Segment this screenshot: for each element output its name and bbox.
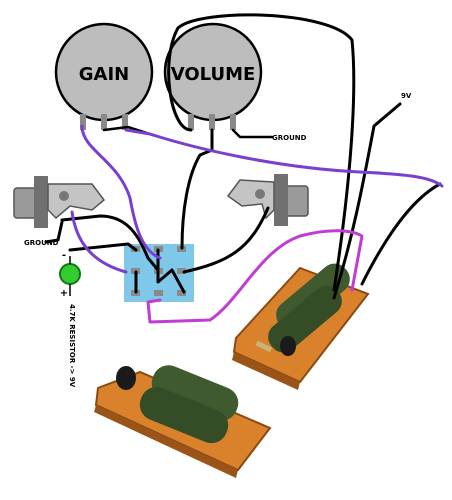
wire-volume-loop <box>167 13 356 292</box>
switch-lug <box>177 268 186 274</box>
switch-lug <box>154 290 163 296</box>
pcb-board-upper <box>232 263 370 390</box>
wire-volume-to-switch <box>180 128 214 250</box>
wire-led-to-switch <box>68 242 138 252</box>
capacitor-lower-1 <box>151 365 239 421</box>
resistor-onboard <box>255 340 273 353</box>
led: - + <box>59 250 81 299</box>
capacitor-lower-2 <box>139 386 229 444</box>
transistor-lower <box>116 366 136 390</box>
wire-switch-to-board <box>146 229 364 324</box>
pcb-board-lower <box>94 365 272 478</box>
wire-jack-ground <box>44 220 64 244</box>
wire-output-to-switch <box>182 206 270 274</box>
wire-9v <box>332 102 402 300</box>
led-plus-label: + <box>60 288 68 299</box>
switch-lug <box>177 290 186 296</box>
wire-volume-ground <box>231 128 274 139</box>
wire-board-to-right <box>360 182 442 286</box>
ground-label-jack: GROUND <box>24 239 59 247</box>
transistor-upper <box>280 336 296 356</box>
wire-input-to-switch <box>60 214 160 272</box>
gain-label: GAIN <box>79 64 129 85</box>
output-jack-right <box>226 174 309 226</box>
wire-jack-to-led <box>70 210 128 274</box>
capacitor-upper-2 <box>268 285 342 353</box>
gain-pot: GAIN <box>54 22 154 130</box>
volume-pot: VOLUME <box>163 22 263 130</box>
nine-volt-label: 9V <box>401 92 412 100</box>
wire-switch-bridge <box>156 248 186 294</box>
input-jack-left <box>13 176 106 228</box>
ground-label-volume: GROUND <box>272 134 307 142</box>
wire-gain-to-switch <box>80 124 162 260</box>
volume-label: VOLUME <box>171 64 256 85</box>
resistor-label: 4.7K RESISTOR -> 9V <box>68 304 76 388</box>
wire-gain-to-board <box>124 128 444 188</box>
led-minus-label: - <box>62 250 66 261</box>
